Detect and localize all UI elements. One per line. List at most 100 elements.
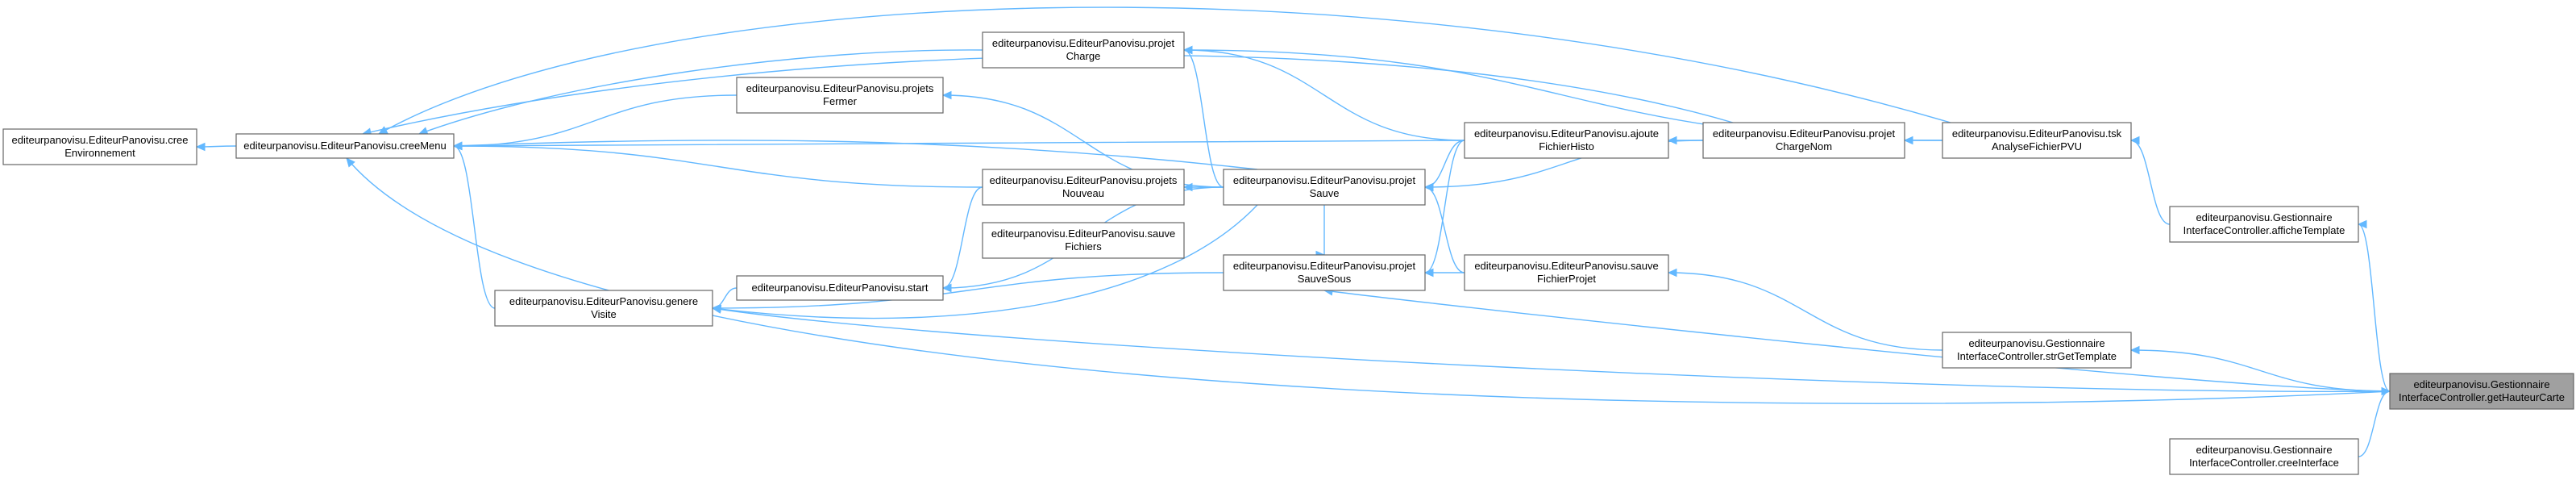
node-box (982, 222, 1185, 259)
node-label-line: editeurpanovisu.EditeurPanovisu.projet (1233, 260, 1416, 272)
edge-start-to-genereVisite (712, 287, 737, 309)
node-label-line: Environnement (64, 147, 135, 159)
node-box (1223, 169, 1426, 206)
node-sauveFichierProjet[interactable]: editeurpanovisu.EditeurPanovisu.sauveFic… (1464, 254, 1669, 291)
node-label-line: SauveSous (1298, 273, 1352, 285)
node-box (2389, 373, 2574, 410)
edge-ajouteFichierHisto-to-projetSauveSous (1424, 140, 1465, 273)
node-ajouteFichierHisto[interactable]: editeurpanovisu.EditeurPanovisu.ajouteFi… (1464, 122, 1669, 159)
edge-arrowhead (346, 157, 355, 168)
node-creeMenu[interactable]: editeurpanovisu.EditeurPanovisu.creeMenu (235, 133, 455, 159)
node-tskAnalyse[interactable]: editeurpanovisu.EditeurPanovisu.tskAnaly… (1942, 122, 2132, 159)
node-projetsNouveau[interactable]: editeurpanovisu.EditeurPanovisu.projetsN… (982, 169, 1185, 206)
node-projetSauve[interactable]: editeurpanovisu.EditeurPanovisu.projetSa… (1223, 169, 1426, 206)
node-label-line: InterfaceController.getHauteurCarte (2399, 391, 2565, 403)
node-sauveFichiers[interactable]: editeurpanovisu.EditeurPanovisu.sauveFic… (982, 222, 1185, 259)
node-afficheTemplate[interactable]: editeurpanovisu.GestionnaireInterfaceCon… (2169, 206, 2359, 243)
edge-ajouteFichierHisto-to-projetCharge (1183, 49, 1465, 141)
node-label-line: InterfaceController.afficheTemplate (2183, 224, 2345, 236)
edge-projetSauveSous-to-genereVisite (712, 272, 1224, 309)
edge-getHauteurCarte-to-afficheTemplate (2358, 223, 2391, 392)
node-label-line: editeurpanovisu.Gestionnaire (2196, 444, 2332, 456)
edge-arrowhead (2129, 345, 2140, 355)
node-box (1942, 332, 2132, 369)
node-label-line: Visite (591, 308, 617, 320)
edge-arrowhead (2381, 386, 2391, 396)
node-box (2169, 438, 2359, 475)
node-projetSauveSous[interactable]: editeurpanovisu.EditeurPanovisu.projetSa… (1223, 254, 1426, 291)
edge-afficheTemplate-to-tskAnalyse (2130, 140, 2171, 225)
node-label-line: editeurpanovisu.EditeurPanovisu.ajoute (1474, 127, 1659, 140)
node-label-line: Fichiers (1065, 240, 1102, 253)
edge-projetsNouveau-to-creeMenu (453, 145, 983, 188)
edge-projetCharge-to-creeMenu (418, 49, 983, 135)
node-box (736, 275, 944, 301)
node-genereVisite[interactable]: editeurpanovisu.EditeurPanovisu.genereVi… (494, 290, 713, 327)
edge-projetSauve-to-creeMenu (453, 140, 1258, 170)
node-label-line: InterfaceController.strGetTemplate (1957, 350, 2117, 362)
node-label-line: editeurpanovisu.Gestionnaire (2413, 378, 2549, 390)
node-box (1464, 122, 1669, 159)
edge-getHauteurCarte-to-creeMenu (346, 157, 2391, 404)
edge-arrowhead (941, 90, 952, 100)
edge-arrowhead (1423, 182, 1434, 192)
edge-arrowhead (941, 283, 952, 293)
node-box (982, 31, 1185, 69)
node-creeEnvironnement[interactable]: editeurpanovisu.EditeurPanovisu.creeEnvi… (2, 128, 197, 165)
edge-tskAnalyse-to-creeMenu (378, 6, 1951, 135)
node-label-line: editeurpanovisu.EditeurPanovisu.genere (509, 295, 698, 307)
node-label-line: FichierHisto (1539, 140, 1594, 152)
node-label-line: ChargeNom (1776, 140, 1832, 152)
node-box (1464, 254, 1669, 291)
node-box (494, 290, 713, 327)
edge-creeInterface-to-getHauteurCarte (2358, 390, 2391, 457)
node-box (1942, 122, 2132, 159)
node-label-line: editeurpanovisu.EditeurPanovisu.projets (990, 174, 1178, 186)
edge-arrowhead (1667, 136, 1677, 145)
edge-projetSauve-to-genereVisite (712, 204, 1258, 319)
node-start[interactable]: editeurpanovisu.EditeurPanovisu.start (736, 275, 944, 301)
node-label-line: editeurpanovisu.EditeurPanovisu.projets (746, 82, 934, 94)
node-getHauteurCarte[interactable]: editeurpanovisu.GestionnaireInterfaceCon… (2389, 373, 2574, 410)
node-strGetTemplate[interactable]: editeurpanovisu.GestionnaireInterfaceCon… (1942, 332, 2132, 369)
edge-sauveFichierProjet-to-projetSauve (1424, 186, 1465, 273)
edge-projetsFermer-to-creeMenu (453, 94, 737, 147)
edge-ajouteFichierHisto-to-projetSauve (1424, 140, 1465, 188)
node-box (982, 169, 1185, 206)
edge-arrowhead (2129, 136, 2140, 145)
edge-projetsNouveau-to-start (942, 186, 983, 289)
edge-arrowhead (1182, 45, 1193, 55)
node-box (1702, 122, 1905, 159)
node-label-line: AnalyseFichierPVU (1992, 140, 2082, 152)
edge-arrowhead (195, 142, 206, 152)
node-label-line: FichierProjet (1537, 273, 1596, 285)
node-box (2169, 206, 2359, 243)
edge-projetSauve-to-projetCharge (1183, 49, 1224, 188)
edge-arrowhead (1423, 268, 1434, 278)
node-label-line: editeurpanovisu.Gestionnaire (2196, 211, 2332, 223)
node-label-line: editeurpanovisu.EditeurPanovisu.projet (1233, 174, 1416, 186)
node-projetChargeNom[interactable]: editeurpanovisu.EditeurPanovisu.projetCh… (1702, 122, 1905, 159)
edge-strGetTemplate-to-sauveFichierProjet (1668, 272, 1943, 351)
node-label-line: Fermer (823, 95, 858, 107)
node-label-line: InterfaceController.creeInterface (2189, 457, 2339, 469)
node-label-line: Charge (1066, 50, 1101, 62)
node-label-line: editeurpanovisu.EditeurPanovisu.projet (992, 37, 1175, 49)
node-label-line: editeurpanovisu.EditeurPanovisu.projet (1713, 127, 1896, 140)
edge-arrowhead (1667, 268, 1677, 278)
node-box (736, 77, 944, 114)
node-projetCharge[interactable]: editeurpanovisu.EditeurPanovisu.projetCh… (982, 31, 1185, 69)
node-box (235, 133, 455, 159)
node-label-line: editeurpanovisu.Gestionnaire (1968, 337, 2104, 349)
edges-layer (195, 6, 2391, 457)
node-projetsFermer[interactable]: editeurpanovisu.EditeurPanovisu.projetsF… (736, 77, 944, 114)
edge-getHauteurCarte-to-genereVisite (712, 307, 2391, 392)
node-box (2, 128, 197, 165)
edge-arrowhead (452, 141, 463, 151)
node-creeInterface[interactable]: editeurpanovisu.GestionnaireInterfaceCon… (2169, 438, 2359, 475)
node-label-line: Sauve (1310, 187, 1340, 199)
node-label-line: editeurpanovisu.EditeurPanovisu.creeMenu (243, 140, 447, 152)
edge-genereVisite-to-creeMenu (453, 145, 496, 309)
node-label-line: editeurpanovisu.EditeurPanovisu.tsk (1952, 127, 2122, 140)
